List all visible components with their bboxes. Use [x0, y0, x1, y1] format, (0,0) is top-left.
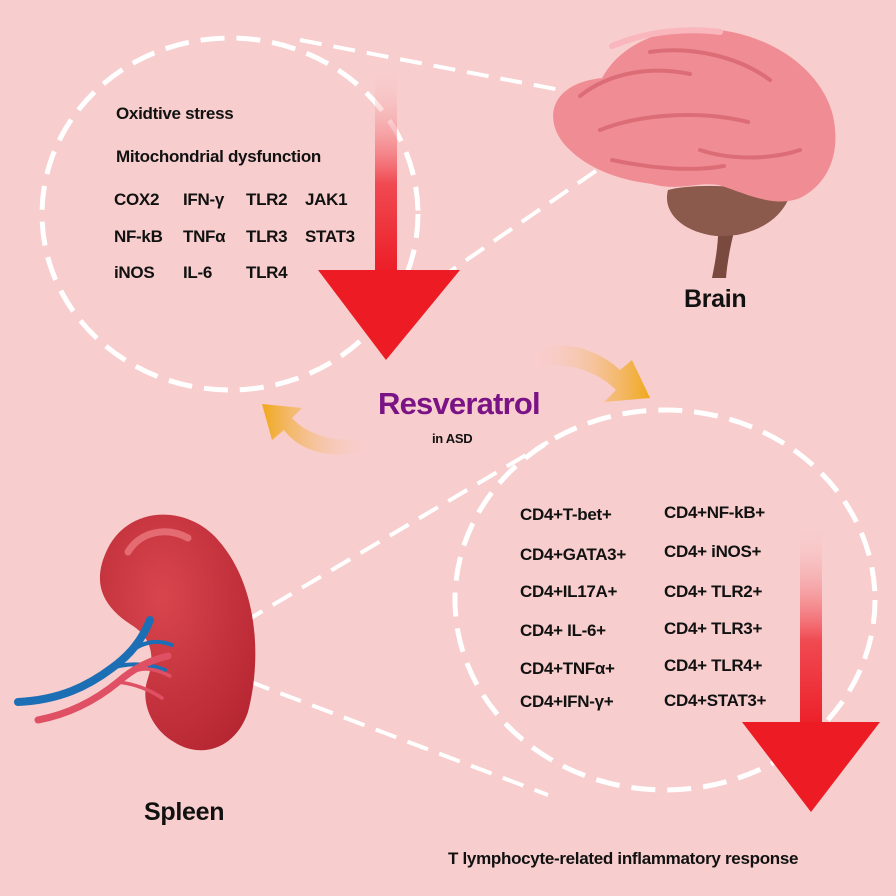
brain-marker: TLR3 [246, 227, 288, 246]
spleen-marker: CD4+NF-kB+ [664, 503, 765, 522]
center-title: Resveratrol [378, 386, 541, 421]
brain-finding-oxidative-stress: Oxidtive stress [116, 104, 234, 123]
spleen-marker: CD4+STAT3+ [664, 691, 767, 710]
brain-marker: iNOS [114, 263, 155, 282]
spleen-marker: CD4+ TLR2+ [664, 582, 763, 601]
spleen-illustration [14, 514, 256, 751]
spleen-red-arrow [742, 525, 880, 812]
spleen-label: Spleen [144, 798, 225, 826]
brain-illustration [553, 27, 836, 278]
brain-marker: IFN-γ [183, 190, 225, 209]
spleen-marker: CD4+ IL-6+ [520, 621, 606, 640]
brain-finding-mitochondrial: Mitochondrial dysfunction [116, 147, 321, 166]
brain-label: Brain [684, 285, 747, 313]
brain-marker: STAT3 [305, 227, 355, 246]
spleen-marker: CD4+GATA3+ [520, 545, 626, 564]
spleen-marker: CD4+IL17A+ [520, 582, 618, 601]
brain-red-arrow [318, 68, 460, 360]
spleen-marker: CD4+T-bet+ [520, 505, 612, 524]
brain-marker: IL-6 [183, 263, 213, 282]
spleen-marker: CD4+TNFα+ [520, 659, 615, 678]
brain-marker: COX2 [114, 190, 160, 209]
brain-marker: TLR2 [246, 190, 288, 209]
footer-caption: T lymphocyte-related inflammatory respon… [448, 849, 799, 868]
spleen-findings-ellipse [452, 407, 878, 793]
brain-marker: TNFα [183, 227, 226, 246]
brain-findings-ellipse [39, 35, 421, 393]
brain-marker: JAK1 [305, 190, 348, 209]
brain-marker: TLR4 [246, 263, 288, 282]
cycle-arrow-left [262, 404, 372, 455]
spleen-marker: CD4+ TLR4+ [664, 656, 763, 675]
spleen-marker: CD4+ TLR3+ [664, 619, 763, 638]
cycle-arrow-right [530, 345, 650, 402]
brain-marker: NF-kB [114, 227, 163, 246]
spleen-marker: CD4+IFN-γ+ [520, 692, 614, 711]
spleen-marker: CD4+ iNOS+ [664, 542, 762, 561]
center-subtitle: in ASD [432, 431, 473, 446]
